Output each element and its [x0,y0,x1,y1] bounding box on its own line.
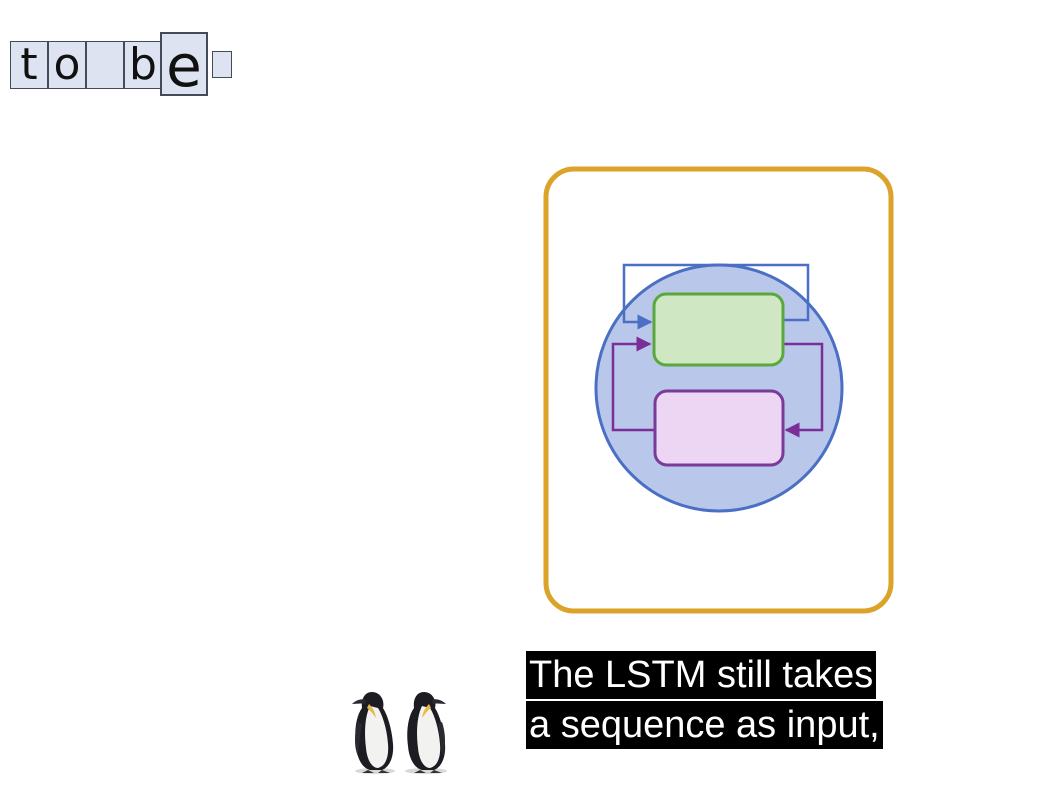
char-box: o [48,41,86,89]
char-box: b [124,41,162,89]
video-subtitle: The LSTM still takes a sequence as input… [526,651,883,749]
penguin-icon [352,692,395,774]
cell-state-box [653,389,785,467]
char-label: e [166,32,202,100]
penguin-icon [405,692,447,774]
char-box: t [10,41,48,89]
hidden-state-box [652,292,785,367]
subtitle-line: The LSTM still takes [526,651,877,699]
char-box-current: e [160,32,208,96]
subtitle-line: a sequence as input, [526,701,883,749]
char-label: o [53,39,81,90]
lstm-outer-frame [543,166,894,614]
char-box-next [212,51,232,78]
char-label: b [129,39,157,90]
cell-state-loop-right [783,342,824,438]
cell-state-loop-left [611,336,655,432]
char-box [86,41,124,89]
char-label: t [20,39,38,90]
hidden-state-loop [622,263,810,330]
